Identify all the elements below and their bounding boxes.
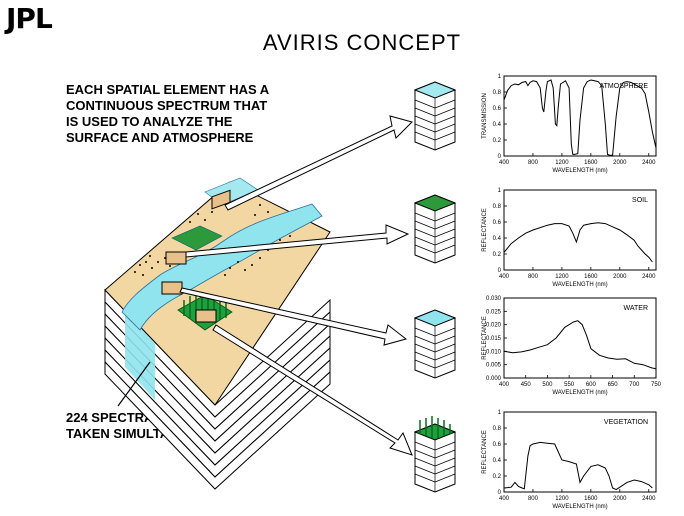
chart-vegetation-ytick-label: 0.8 (493, 426, 502, 432)
chart-atmosphere-ytick-label: 0 (498, 154, 502, 160)
jpl-logo: JPL (6, 2, 53, 35)
chart-atmosphere-series-line (503, 79, 657, 156)
chart-atmosphere-title: ATMOSPHERE (600, 83, 649, 90)
chart-water-title: WATER (624, 305, 649, 312)
chart-water-xtick-label: 450 (521, 382, 532, 388)
chart-soil-xtick-label: 1200 (555, 274, 569, 280)
chart-vegetation-xtick-label: 800 (528, 496, 539, 502)
pixel-cube-atmosphere (413, 81, 457, 151)
chart-vegetation-xlabel: WAVELENGTH (nm) (552, 504, 607, 510)
chart-soil-xtick-label: 800 (528, 274, 539, 280)
chart-water-ytick-label: 0.005 (486, 363, 502, 369)
images-pointer (117, 361, 151, 407)
chart-atmosphere-ytick-label: 0.8 (493, 90, 502, 96)
chart-vegetation-ytick-label: 0 (498, 490, 502, 496)
chart-atmosphere-xtick-label: 2400 (642, 160, 656, 166)
chart-soil-xtick-label: 400 (499, 274, 510, 280)
chart-atmosphere-ylabel: TRANSMISSION (482, 93, 488, 139)
arrows (179, 115, 413, 456)
chart-soil-ytick-label: 0.4 (493, 236, 502, 242)
chart-vegetation-xtick-label: 400 (499, 496, 510, 502)
chart-water-ytick-label: 0.000 (486, 376, 502, 382)
chart-vegetation-xtick-label: 2000 (613, 496, 627, 502)
chart-water-ytick-label: 0.030 (486, 296, 502, 302)
chart-soil-ytick-label: 0 (498, 268, 502, 274)
chart-vegetation-series-line (503, 441, 653, 491)
chart-atmosphere-xtick-label: 800 (528, 160, 539, 166)
chart-water-series-line (503, 320, 657, 370)
chart-atmosphere-xtick-label: 1600 (584, 160, 598, 166)
chart-soil-xlabel: WAVELENGTH (nm) (552, 282, 607, 288)
chart-water-xtick-label: 750 (651, 382, 662, 388)
chart-atmosphere-ytick-label: 0.6 (493, 106, 502, 112)
chart-atmosphere-ytick-label: 0.2 (493, 138, 502, 144)
chart-soil-title: SOIL (632, 197, 648, 204)
pixel-cube-vegetation (413, 416, 457, 493)
chart-vegetation-xtick-label: 1200 (555, 496, 569, 502)
chart-vegetation-ytick-label: 1 (498, 410, 502, 416)
chart-vegetation-ytick-label: 0.4 (493, 458, 502, 464)
chart-water-ytick-label: 0.015 (486, 336, 502, 342)
chart-water-ytick-label: 0.020 (486, 323, 502, 329)
chart-atmosphere-xlabel: WAVELENGTH (nm) (552, 168, 607, 174)
spectrum-caption: EACH SPATIAL ELEMENT HAS A CONTINUOUS SP… (66, 82, 270, 145)
chart-water-xtick-label: 600 (586, 382, 597, 388)
chart-soil-series-line (503, 222, 653, 263)
chart-water-xtick-label: 650 (608, 382, 619, 388)
chart-water-xlabel: WAVELENGTH (nm) (552, 390, 607, 396)
chart-vegetation-ylabel: REFLECTANCE (482, 430, 488, 474)
pixel-cube-water (413, 309, 457, 379)
chart-water-ytick-label: 0.025 (486, 309, 502, 315)
chart-soil-ytick-label: 0.8 (493, 204, 502, 210)
chart-water-xtick-label: 700 (629, 382, 640, 388)
chart-water-frame (503, 297, 657, 379)
chart-water-xtick-label: 550 (564, 382, 575, 388)
chart-atmosphere-ytick-label: 0.4 (493, 122, 502, 128)
chart-vegetation-frame (503, 411, 657, 493)
chart-atmosphere-xtick-label: 1200 (555, 160, 569, 166)
chart-atmosphere-xtick-label: 400 (499, 160, 510, 166)
chart-soil-xtick-label: 2000 (613, 274, 627, 280)
chart-soil-xtick-label: 2400 (642, 274, 656, 280)
chart-soil-ylabel: REFLECTANCE (482, 208, 488, 252)
chart-water-ytick-label: 0.010 (486, 349, 502, 355)
chart-soil-ytick-label: 0.6 (493, 220, 502, 226)
chart-soil-xtick-label: 1600 (584, 274, 598, 280)
pixel-cube-soil (413, 194, 457, 264)
chart-water-xtick-label: 400 (499, 382, 510, 388)
chart-vegetation-xtick-label: 2400 (642, 496, 656, 502)
chart-water-ylabel: REFLECTANCE (482, 316, 488, 360)
chart-water-xtick-label: 500 (542, 382, 553, 388)
chart-atmosphere-xtick-label: 2000 (613, 160, 627, 166)
chart-vegetation-title: VEGETATION (604, 419, 648, 426)
chart-atmosphere-ytick-label: 1 (498, 74, 502, 80)
river-slice (125, 305, 155, 400)
chart-soil-ytick-label: 1 (498, 188, 502, 194)
chart-vegetation-ytick-label: 0.2 (493, 474, 502, 480)
pixel-markers (161, 189, 231, 323)
soil-patch (171, 225, 223, 251)
chart-vegetation-xtick-label: 1600 (584, 496, 598, 502)
chart-soil-ytick-label: 0.2 (493, 252, 502, 258)
chart-vegetation-ytick-label: 0.6 (493, 442, 502, 448)
page-title: AVIRIS CONCEPT (262, 30, 462, 55)
